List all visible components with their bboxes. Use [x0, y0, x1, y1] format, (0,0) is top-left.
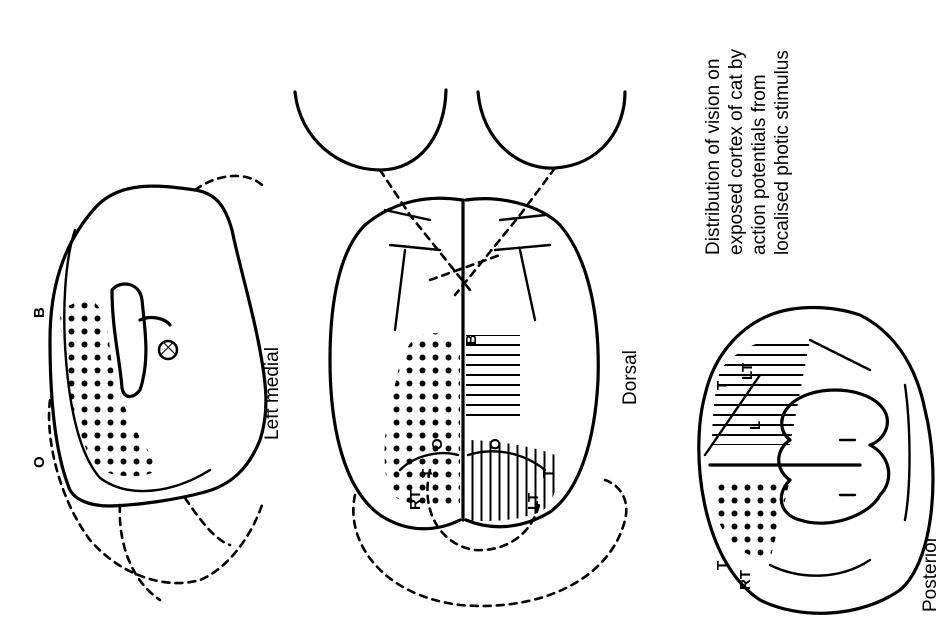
- dorsal-label-b: B: [463, 334, 480, 345]
- posterior-label-lt: LT: [739, 363, 756, 380]
- dorsal-label-t-left: T: [419, 469, 436, 478]
- caption-line-3: action potentials from: [749, 74, 770, 255]
- posterior-label-rt: RT: [737, 570, 754, 590]
- dorsal-dotted-region: [385, 333, 460, 508]
- posterior-label-t-bottom: T: [714, 561, 731, 570]
- dorsal-hlines-region: [466, 335, 520, 420]
- posterior-label-t-top: T: [714, 381, 731, 390]
- dorsal-right-eye: [478, 92, 625, 168]
- dorsal-optic-tracts: [380, 168, 555, 295]
- left-medial-label-o: O: [31, 456, 48, 468]
- posterior-label-l: L: [747, 421, 764, 430]
- dorsal-label-o-right: O: [487, 438, 504, 450]
- dorsal-label-t-right: T: [540, 469, 557, 478]
- dorsal-view: B O O RT T T LT Dorsal: [295, 90, 641, 606]
- caption-line-4: localised photic stimulus: [772, 50, 793, 255]
- left-medial-crosshatch-region: [112, 284, 146, 397]
- left-medial-view-label: Left medial: [262, 347, 283, 440]
- dorsal-sulci: [385, 210, 550, 330]
- dorsal-left-eye: [295, 90, 446, 170]
- dorsal-label-rt: RT: [407, 490, 424, 510]
- caption-line-1: Distribution of vision on: [703, 59, 724, 255]
- caption: Distribution of vision on exposed cortex…: [703, 49, 793, 255]
- posterior-view-label: Posterior: [920, 535, 941, 612]
- posterior-dotted-region: [712, 480, 790, 560]
- left-medial-dashed-stem: [120, 498, 230, 600]
- dorsal-label-o-left: O: [429, 438, 446, 450]
- left-medial-label-b: B: [31, 307, 48, 318]
- posterior-view: T LT L T RT Posterior: [699, 308, 941, 614]
- dorsal-label-lt: LT: [525, 493, 542, 510]
- caption-line-2: exposed cortex of cat by: [726, 49, 747, 255]
- left-medial-dashed-top: [195, 176, 262, 190]
- left-medial-view: O B Left medial: [31, 176, 283, 600]
- left-medial-dark-spot: [159, 341, 177, 359]
- posterior-brain-outline: [699, 308, 933, 614]
- dorsal-view-label: Dorsal: [620, 350, 641, 405]
